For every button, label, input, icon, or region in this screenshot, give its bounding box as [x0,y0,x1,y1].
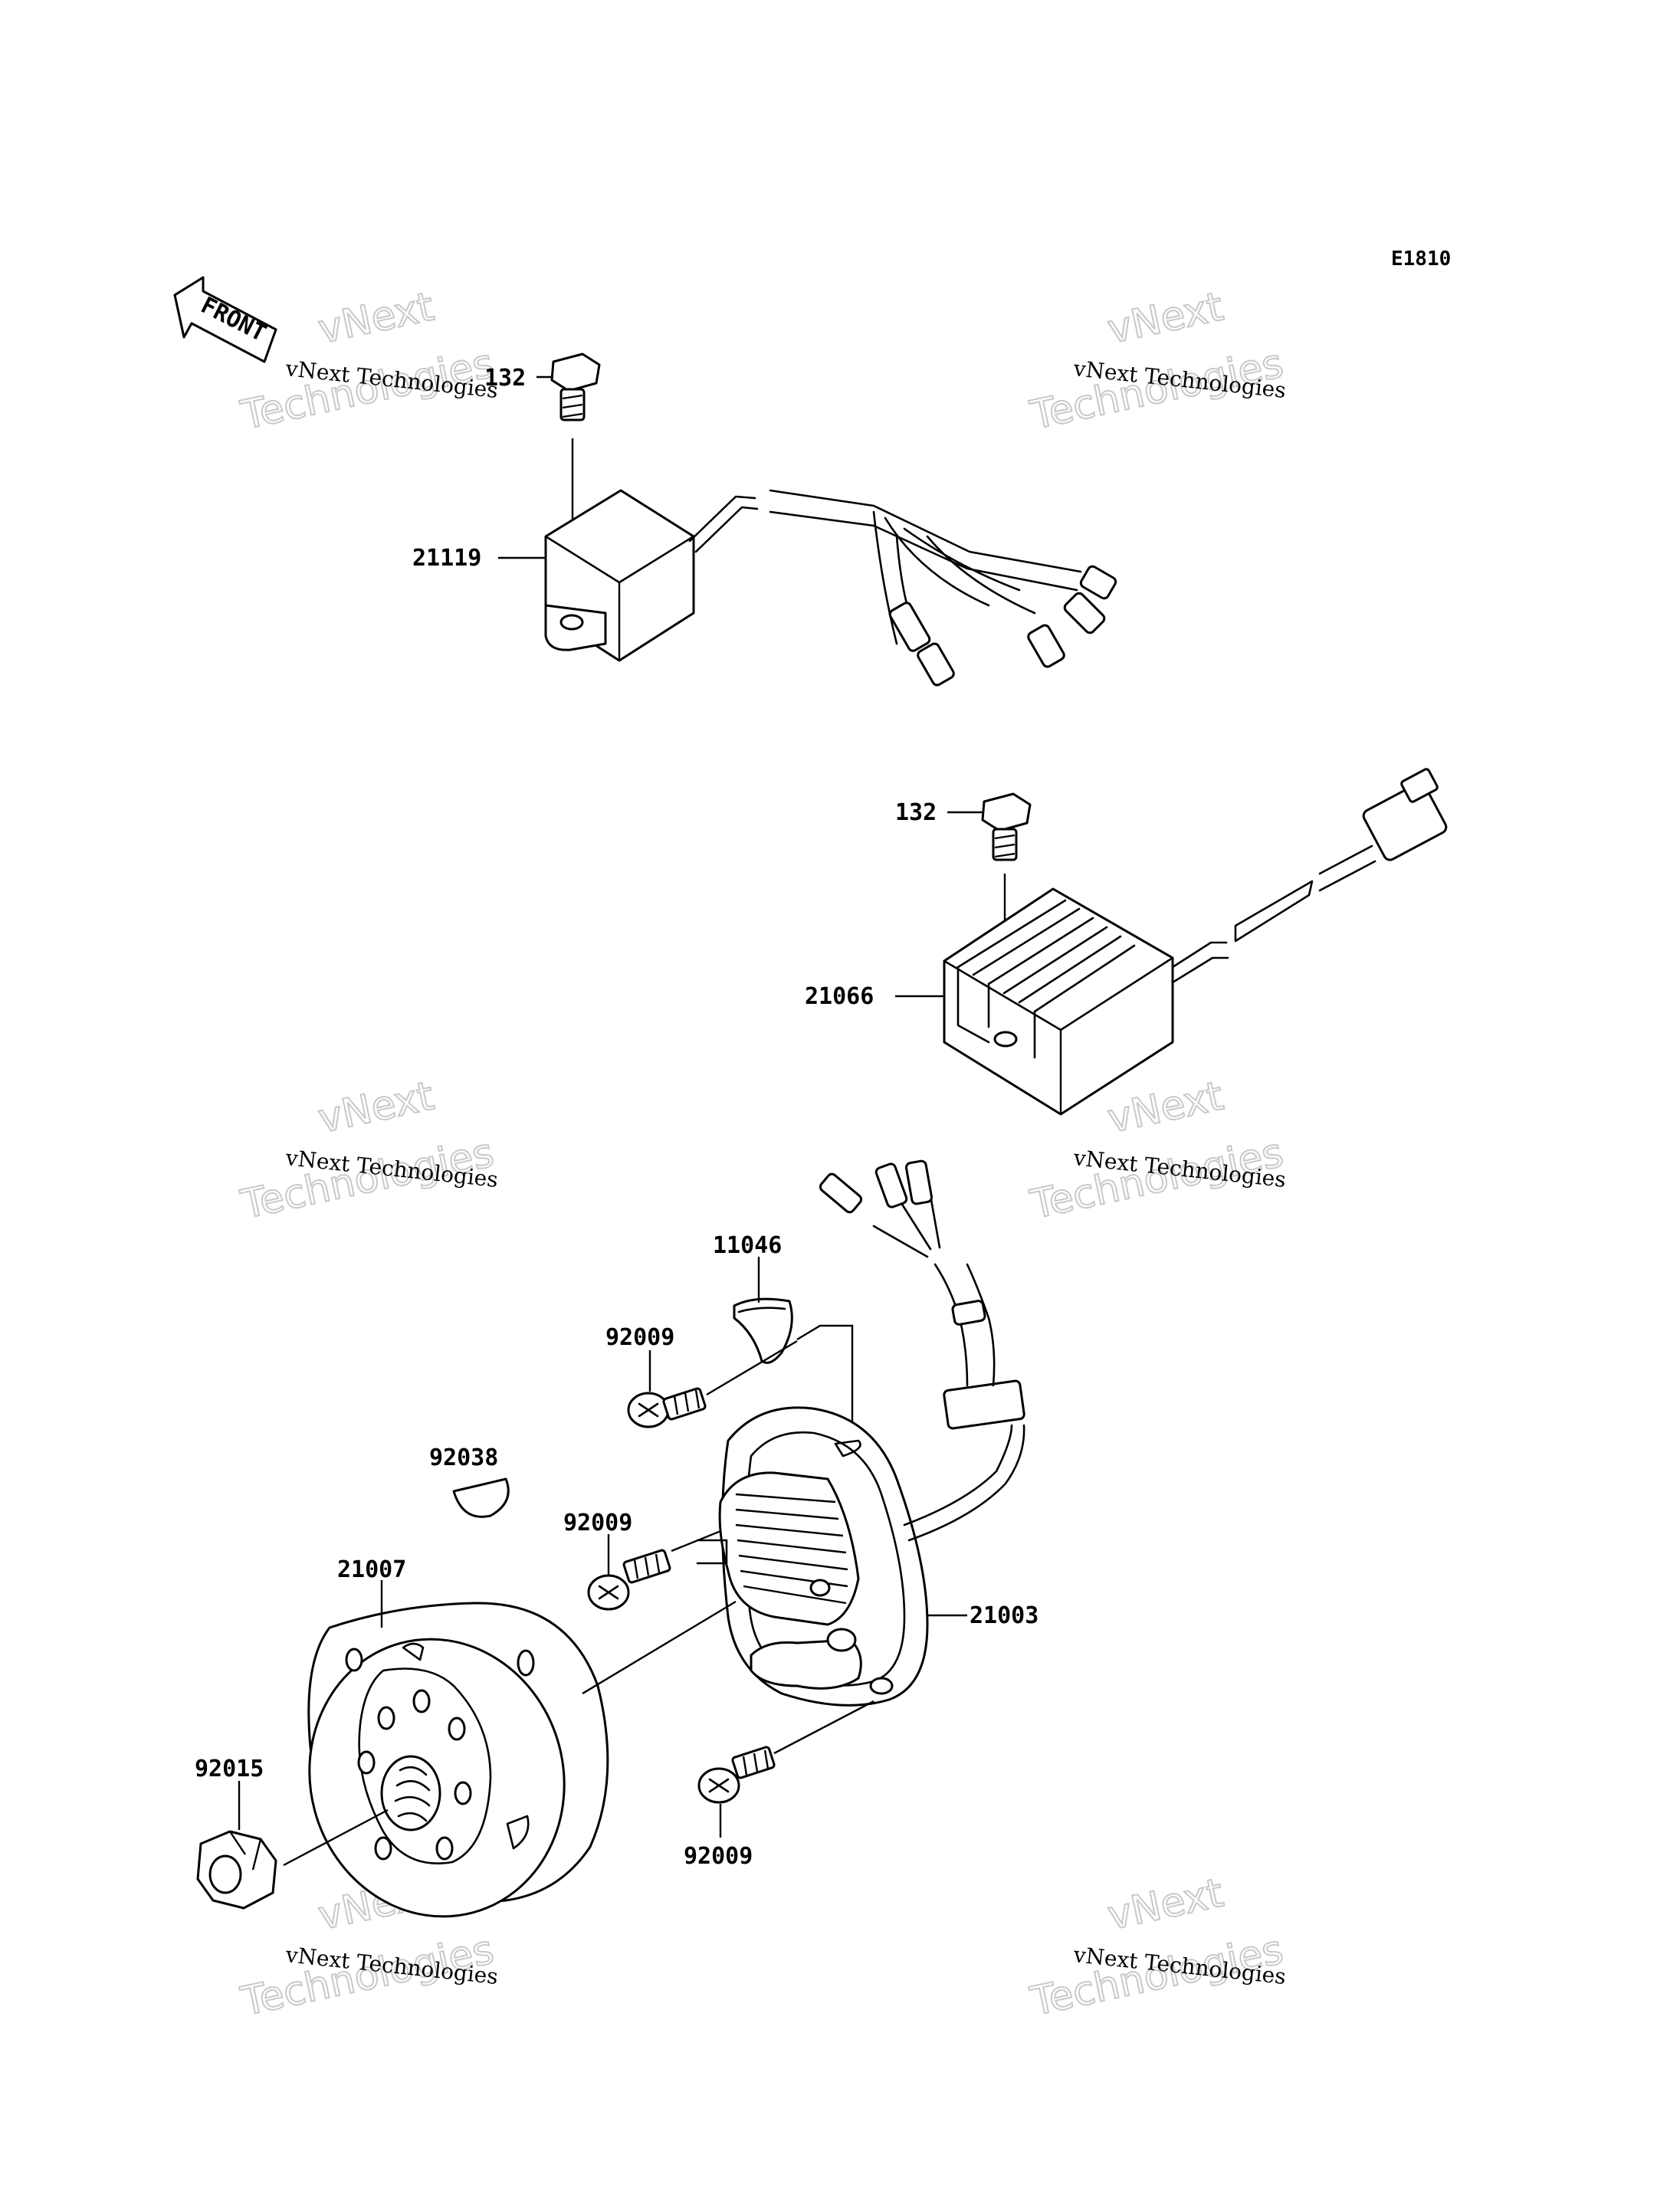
watermark-top-left: vNext Technologies vNext Technologies [236,283,499,439]
callout-screw-middle: 92009 [563,1510,632,1536]
nut-92015-icon [196,1830,277,1910]
callout-bolt-mid: 132 [895,799,937,826]
watermark-mid-left: vNext Technologies vNext Technologies [236,1072,499,1228]
callout-stator: 21003 [970,1602,1039,1629]
front-arrow-icon: FRONT [173,276,277,363]
plate-11046-icon [733,1297,793,1364]
svg-text:vNext: vNext [314,1073,438,1142]
callout-ignitor: 21119 [412,545,481,572]
rotor-icon [307,1602,609,1918]
ignitor-icon [544,489,1117,687]
diagram-code: E1810 [1391,248,1451,271]
regulator-icon [943,768,1448,1116]
callout-screw-lower: 92009 [684,1843,753,1870]
bolt-132-top-icon [550,353,601,421]
callout-screw-upper: 92009 [605,1324,674,1351]
watermark-top-right: vNext Technologies vNext Technologies [1025,283,1288,439]
svg-text:vNext: vNext [1104,1870,1227,1939]
callout-nut: 92015 [195,1756,264,1782]
svg-text:vNext: vNext [1104,284,1227,353]
screw-92009-middle-icon [587,1549,671,1611]
watermark-bottom-right: vNext Technologies vNext Technologies [1025,1869,1288,2025]
screw-92009-lower-icon [697,1746,776,1804]
callout-plate: 11046 [713,1232,782,1259]
screw-92009-upper-icon [627,1387,707,1428]
callout-key: 92038 [429,1444,498,1471]
bolt-132-mid-icon [981,792,1032,861]
stator-icon [696,1159,1025,1707]
svg-text:vNext: vNext [314,284,438,353]
key-92038-icon [452,1477,510,1518]
callout-regulator: 21066 [805,983,874,1010]
svg-text:vNext: vNext [1104,1073,1227,1142]
callout-rotor: 21007 [337,1556,406,1583]
callout-bolt-top: 132 [484,365,526,392]
